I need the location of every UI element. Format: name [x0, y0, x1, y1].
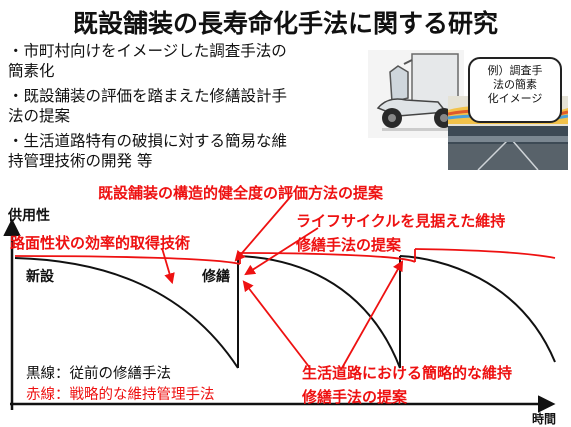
survey-vehicle-photo: [368, 50, 464, 138]
annotation-lifecycle-line-1: ライフサイクルを見据えた維持: [296, 212, 506, 230]
legend-conventional: 黒線：従前の修繕手法: [26, 366, 171, 382]
annotation-surface-acquisition: 路面性状の効率的取得技術: [10, 234, 191, 252]
bullet-line-5: ・生活道路特有の破損に対する簡易な維: [8, 132, 288, 150]
label-repair: 修繕: [202, 269, 230, 285]
callout-line-1: 例）調査手: [487, 64, 543, 77]
bullet-line-6: 持管理技術の開発 等: [8, 152, 153, 170]
conventional-repair-line: [14, 255, 556, 369]
annotation-lifecycle-line-2: 修繕手法の提案: [296, 236, 402, 254]
callout-survey-simplification: 例）調査手 法の簡素 化イメージ: [468, 57, 562, 123]
legend-strategic: 赤線：戦略的な維持管理手法: [26, 387, 215, 403]
y-axis-label: 供用性: [8, 208, 50, 224]
bullet-line-2: 簡素化: [8, 62, 55, 80]
annotation-living-road-line-1: 生活道路における簡略的な維持: [302, 364, 513, 382]
bullet-line-3: ・既設舗装の評価を踏まえた修繕設計手: [8, 87, 288, 105]
bullet-line-1: ・市町村向けをイメージした調査手法の: [8, 42, 287, 60]
page-title: 既設舗装の長寿命化手法に関する研究: [72, 9, 498, 38]
annotation-living-road-line-2: 修繕手法の提案: [302, 388, 408, 406]
x-axis-label: 時間: [532, 412, 557, 426]
callout-line-3: 化イメージ: [487, 92, 543, 105]
strategic-maintenance-line: [14, 248, 556, 265]
annotation-structural-evaluation: 既設舗装の構造的健全度の評価方法の提案: [98, 184, 384, 202]
annotation-arrows: [161, 194, 404, 369]
callout-line-2: 法の簡素: [493, 78, 537, 91]
bullet-line-4: 法の提案: [8, 107, 71, 125]
label-new-construction: 新設: [26, 269, 54, 285]
